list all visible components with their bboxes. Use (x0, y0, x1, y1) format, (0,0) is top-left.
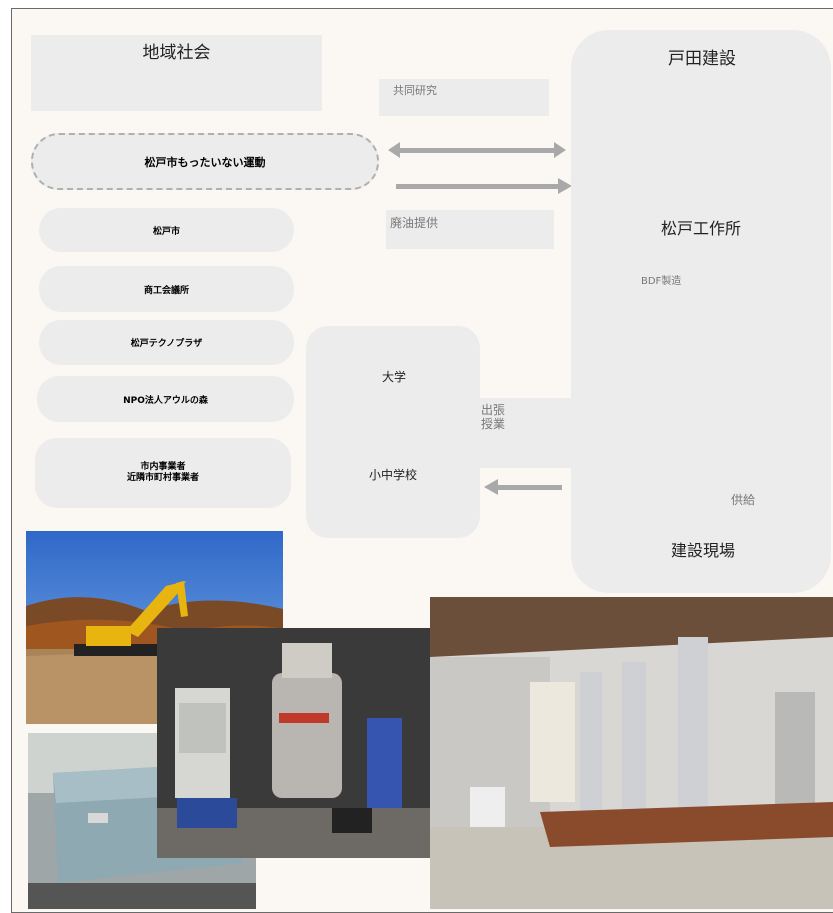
arrowhead-right (554, 142, 566, 158)
waste-oil-arrow-shaft (396, 184, 558, 189)
schools-box (306, 326, 480, 538)
joint-research-box (379, 79, 549, 116)
outreach-arrow-shaft (496, 485, 562, 490)
arrowhead-left (484, 479, 498, 495)
member-label: 商工会議所 (143, 285, 189, 296)
bdf-reactor-photo (157, 628, 430, 858)
outreach-label: 出張 授業 (481, 403, 506, 431)
member-label: 松戸市 (152, 226, 180, 237)
campaign-label: 松戸市もったいない運動 (144, 155, 266, 169)
schools-label: 小中学校 (369, 468, 418, 482)
member-npo: NPO法人アウルの森 (37, 376, 294, 422)
waste-oil-box (386, 210, 554, 249)
community-title: 地域社会 (142, 43, 211, 63)
member-label: 松戸テクノプラザ (130, 339, 203, 349)
member-label: 市内事業者 近隣市町村事業者 (126, 462, 199, 483)
bdf-label: BDF製造 (641, 276, 682, 287)
site-label: 建設現場 (671, 541, 736, 560)
university-label: 大学 (382, 370, 407, 384)
supply-label: 供給 (731, 493, 756, 507)
bdf-plant-photo (430, 597, 833, 909)
factory-label: 松戸工作所 (661, 219, 742, 238)
company-panel (571, 30, 831, 593)
member-businesses: 市内事業者 近隣市町村事業者 (35, 438, 291, 508)
member-chamber-of-commerce: 商工会議所 (39, 266, 294, 312)
member-techno-plaza: 松戸テクノプラザ (39, 320, 294, 365)
member-matsudo-city: 松戸市 (39, 208, 294, 252)
company-title: 戸田建設 (668, 49, 736, 69)
joint-research-arrow-shaft (398, 148, 556, 153)
arrowhead-left (388, 142, 400, 158)
outreach-bridge (470, 398, 580, 468)
arrowhead-right (558, 178, 572, 194)
waste-oil-label: 廃油提供 (390, 216, 439, 230)
joint-research-label: 共同研究 (393, 84, 437, 97)
campaign-pill: 松戸市もったいない運動 (31, 133, 379, 190)
community-box (31, 35, 322, 111)
member-label: NPO法人アウルの森 (123, 395, 208, 406)
